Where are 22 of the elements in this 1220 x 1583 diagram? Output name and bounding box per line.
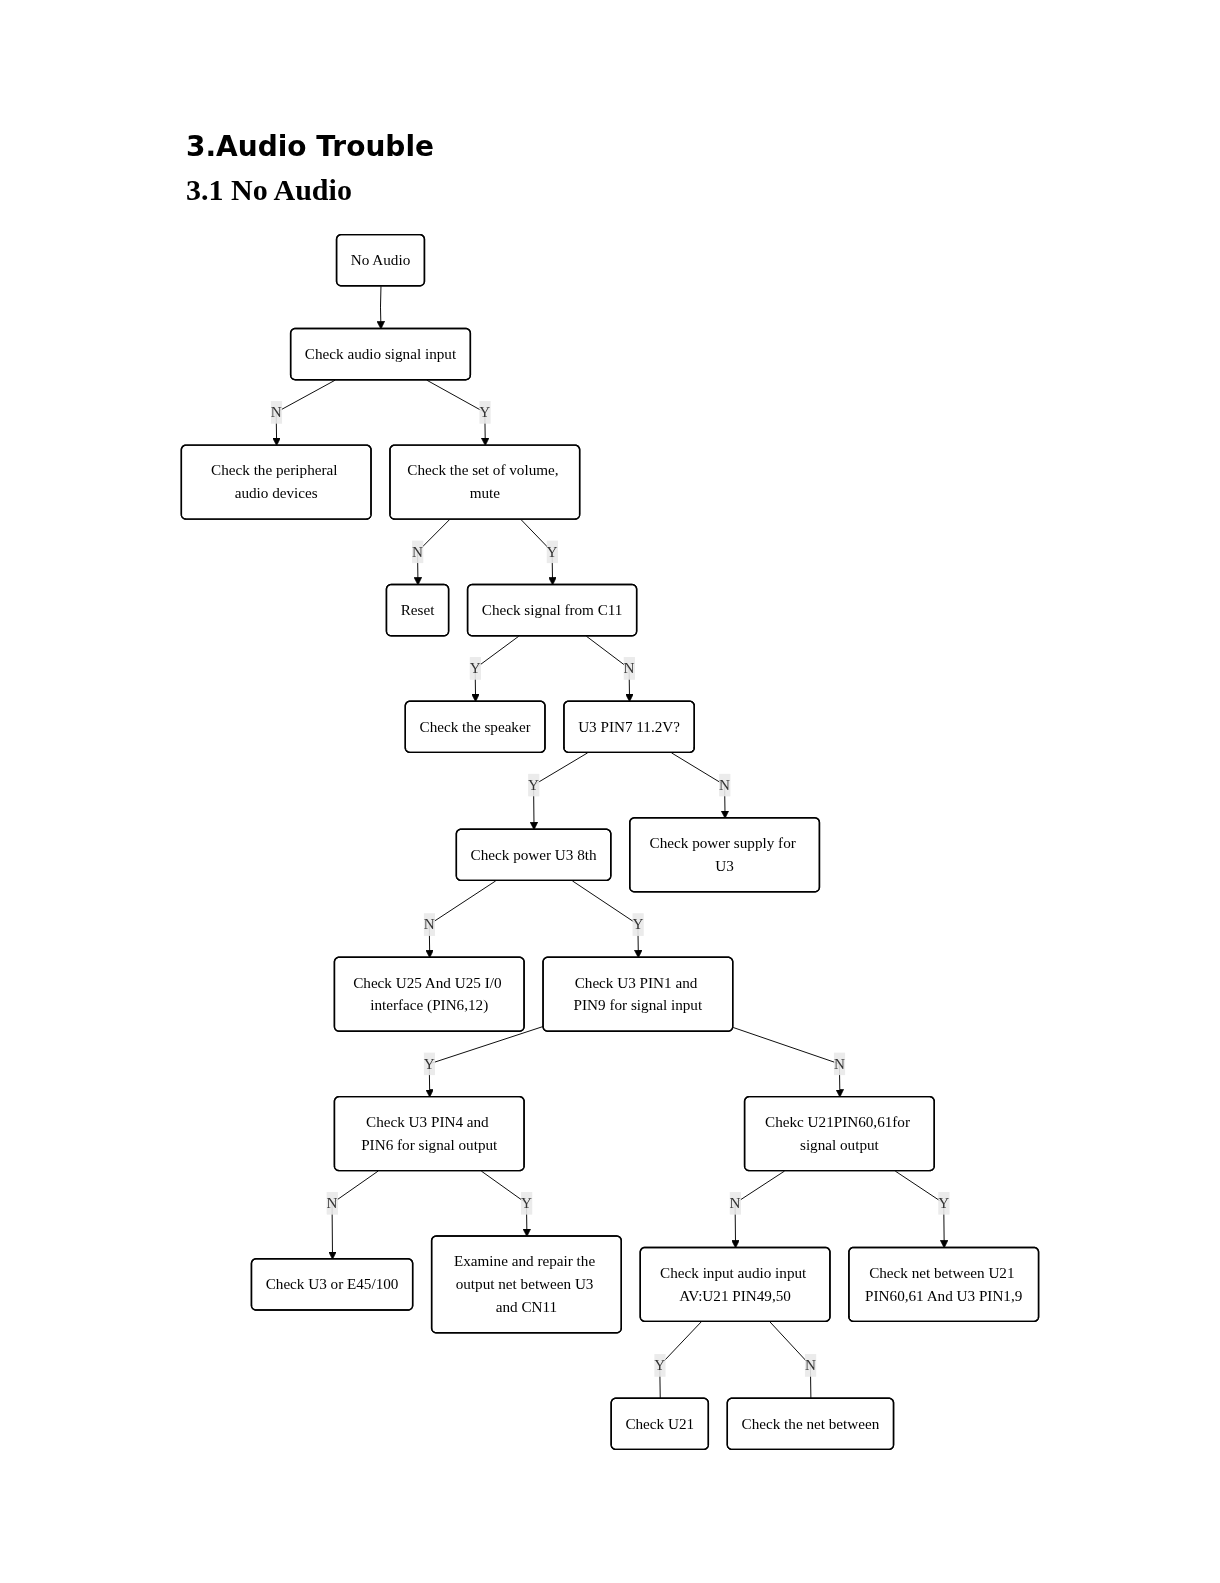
edge-label: N xyxy=(729,1194,741,1211)
edge-label: N xyxy=(804,1356,816,1374)
edge-label: N xyxy=(270,403,282,420)
connector xyxy=(659,1321,702,1400)
edge-label: Y xyxy=(423,1055,435,1072)
edge-label: Y xyxy=(479,403,491,420)
connector xyxy=(769,1321,812,1400)
edge-label: Y xyxy=(938,1194,950,1211)
edge-label: Y xyxy=(528,776,540,793)
edge-label: N xyxy=(423,915,435,933)
edge-label: Y xyxy=(632,915,644,933)
edge-label: Y xyxy=(469,659,481,677)
edge-label: N xyxy=(833,1055,845,1072)
edge-label: Y xyxy=(654,1356,666,1374)
edge-label: N xyxy=(623,659,635,677)
title: 3.Audio Trouble xyxy=(186,130,435,163)
edge-label: N xyxy=(412,543,424,560)
edge-label: Y xyxy=(546,543,558,560)
edge-label: N xyxy=(719,776,731,793)
edge-label: N xyxy=(326,1194,338,1211)
edge-label: Y xyxy=(521,1194,532,1211)
subtitle: 3.1 No Audio xyxy=(186,173,353,207)
